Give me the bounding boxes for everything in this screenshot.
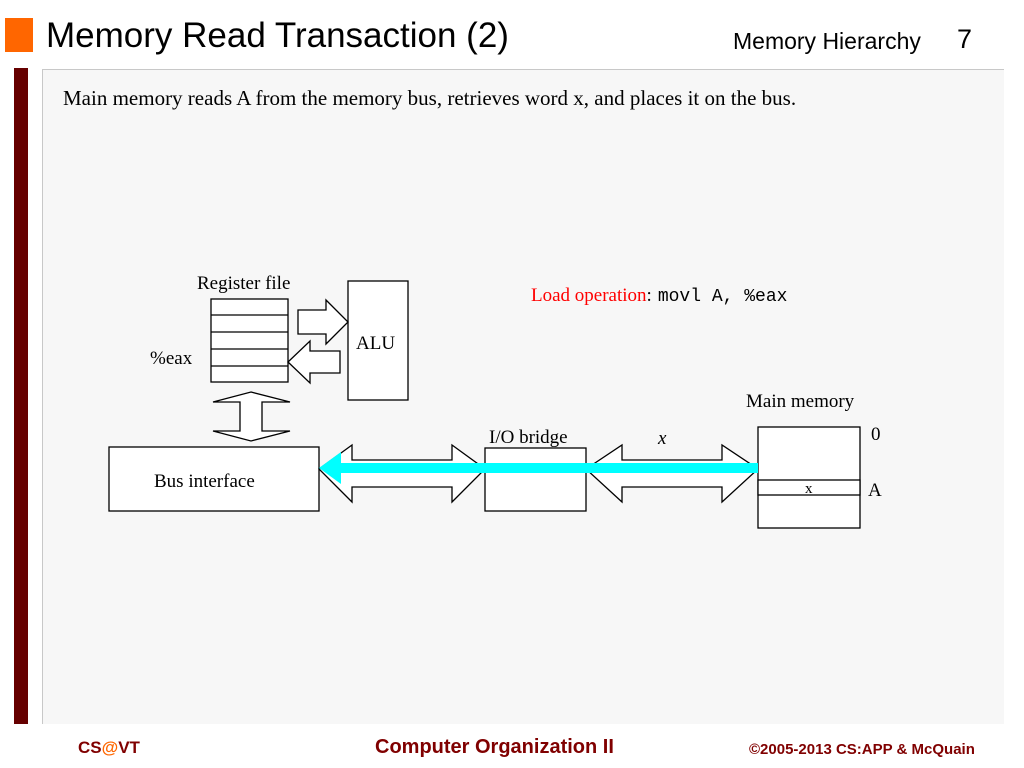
register-to-alu-arrow (297, 298, 349, 346)
alu-to-register-arrow (287, 339, 341, 385)
load-operation-label: Load operation (531, 285, 647, 306)
slide-description: Main memory reads A from the memory bus,… (63, 86, 797, 110)
bus-interface-box (108, 446, 320, 512)
footer-cs: CS (78, 738, 102, 757)
load-operation-line: Load operation: movl A, %eax (531, 285, 787, 307)
alu-label: ALU (356, 333, 395, 354)
memory-word-x (757, 479, 861, 496)
eax-label: %eax (150, 348, 193, 369)
load-operation-colon: : (647, 285, 652, 306)
content-panel (42, 69, 1004, 724)
memory-bus-arrow (584, 443, 760, 504)
system-bus-arrow (318, 443, 486, 504)
bus-interface-label: Bus interface (154, 471, 255, 492)
io-bridge-label: I/O bridge (489, 427, 568, 448)
address-zero-label: 0 (871, 424, 881, 445)
footer-course: Computer Organization II (375, 736, 614, 758)
footer-left: CS@VT (78, 738, 140, 758)
io-bridge-box (484, 447, 587, 512)
data-flow-arrow (319, 452, 758, 484)
memory-word-label: x (805, 481, 813, 497)
main-memory-box (757, 426, 861, 529)
title-accent-square (5, 18, 33, 52)
register-bus-double-arrow (212, 391, 291, 442)
page-number: 7 (957, 24, 973, 54)
bus-value-label: x (657, 428, 667, 449)
alu-box (347, 280, 409, 401)
section-title: Memory Hierarchy (733, 28, 921, 54)
footer-vt: VT (118, 738, 140, 757)
main-memory-label: Main memory (746, 391, 855, 412)
left-accent-bar (14, 68, 28, 724)
page-title: Memory Read Transaction (2) (46, 16, 509, 55)
footer-at: @ (101, 738, 119, 757)
address-a-label: A (868, 480, 882, 501)
register-file (210, 298, 289, 383)
load-operation-code: movl A, %eax (658, 287, 788, 307)
register-file-label: Register file (197, 273, 290, 294)
footer-copyright: ©2005-2013 CS:APP & McQuain (749, 741, 975, 758)
